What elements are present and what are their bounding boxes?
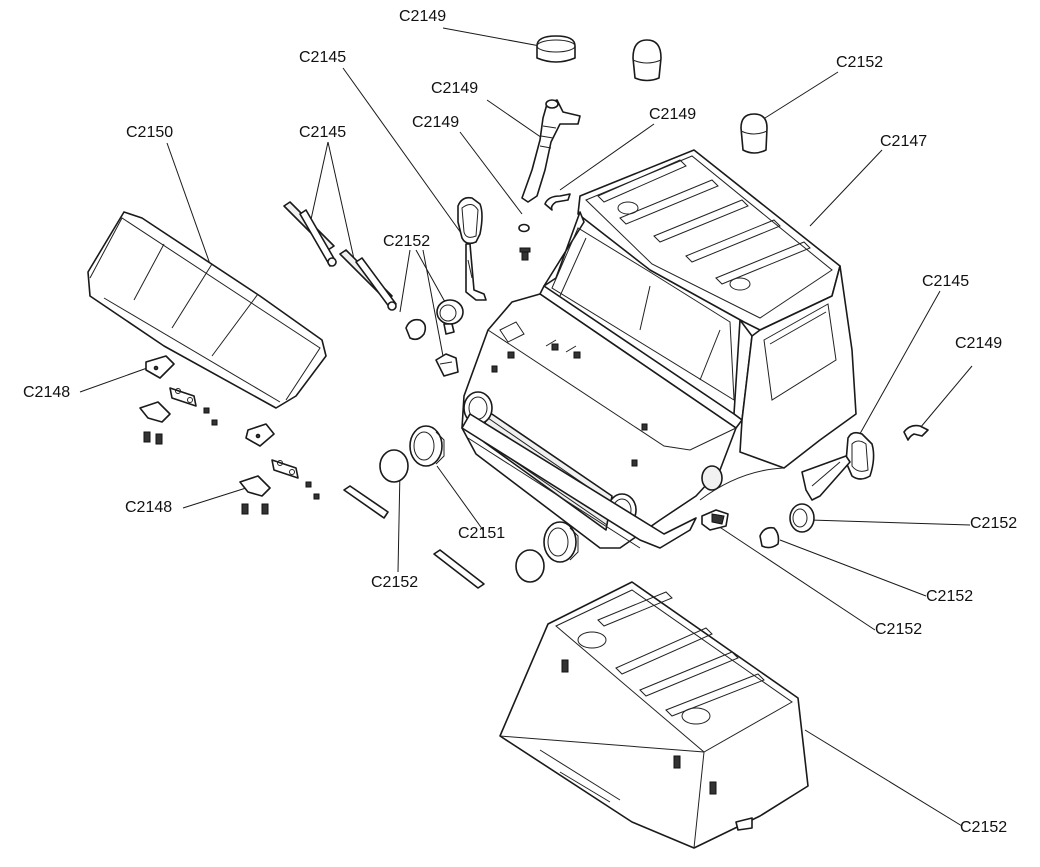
headlight-lens-upper	[379, 449, 409, 483]
wiper-arm-2	[339, 249, 397, 311]
rear-cover	[499, 581, 809, 849]
left-mirror	[457, 196, 487, 301]
snorkel-washer	[518, 223, 530, 233]
headlight-housing-lower	[543, 521, 579, 563]
spotlight-housing-small	[436, 299, 464, 335]
bonnet-cover	[87, 211, 327, 409]
truck-cab-body	[461, 149, 857, 549]
hinge-plate-lower	[245, 423, 275, 447]
strap-1	[343, 485, 389, 519]
hinge-bracket-lower	[239, 475, 271, 497]
hinge-link-upper	[169, 387, 197, 407]
callout-c2152-headlight: C2152	[383, 233, 431, 250]
callout-c2149-c: C2149	[412, 114, 460, 131]
snorkel-intake	[521, 99, 581, 203]
callout-c2148-bottom: C2148	[125, 499, 173, 516]
hinge-bracket-upper	[139, 401, 171, 423]
spotlight-housing-right	[789, 503, 815, 533]
callout-c2149-right: C2149	[955, 335, 1003, 352]
hinge-link-lower	[271, 459, 299, 479]
callout-c2145-right: C2145	[922, 273, 970, 290]
leader-lines	[79, 27, 973, 827]
callout-c2150: C2150	[126, 124, 174, 141]
callout-c2149-b: C2149	[431, 80, 479, 97]
hinge-plate-upper	[145, 355, 175, 379]
callout-c2151: C2151	[458, 525, 506, 542]
beacon-lens-cap	[536, 35, 576, 63]
callout-c2147: C2147	[880, 133, 928, 150]
strap-2	[433, 549, 485, 589]
headlight-lens-lower	[515, 549, 545, 583]
callout-c2152-lens: C2152	[371, 574, 419, 591]
screws-upper	[143, 407, 218, 445]
callout-c2152-right3: C2152	[875, 621, 923, 638]
callout-c2145-b: C2145	[299, 124, 347, 141]
wiper-arm-1	[283, 201, 337, 267]
callout-c2152-right2: C2152	[926, 588, 974, 605]
callout-c2152-topright: C2152	[836, 54, 884, 71]
screws-lower	[241, 481, 320, 515]
callout-c2149-d: C2149	[649, 106, 697, 123]
callout-c2149-top: C2149	[399, 8, 447, 25]
marker-light-block	[701, 509, 729, 531]
snorkel-screw	[519, 247, 531, 261]
spotlight-lens-small	[405, 318, 427, 341]
spotlight-bracket-small	[435, 353, 459, 377]
headlight-housing-upper	[409, 425, 445, 467]
callout-c2148-top: C2148	[23, 384, 71, 401]
callout-c2152-bottom: C2152	[960, 819, 1008, 836]
callout-c2152-right1: C2152	[970, 515, 1018, 532]
beacon-dome-1	[632, 39, 662, 82]
beacon-dome-2	[740, 113, 768, 154]
snorkel-clip	[544, 193, 571, 211]
callout-c2145-a: C2145	[299, 49, 347, 66]
right-clip	[903, 424, 929, 441]
spotlight-lens-right	[759, 526, 780, 549]
right-mirror	[801, 431, 875, 501]
